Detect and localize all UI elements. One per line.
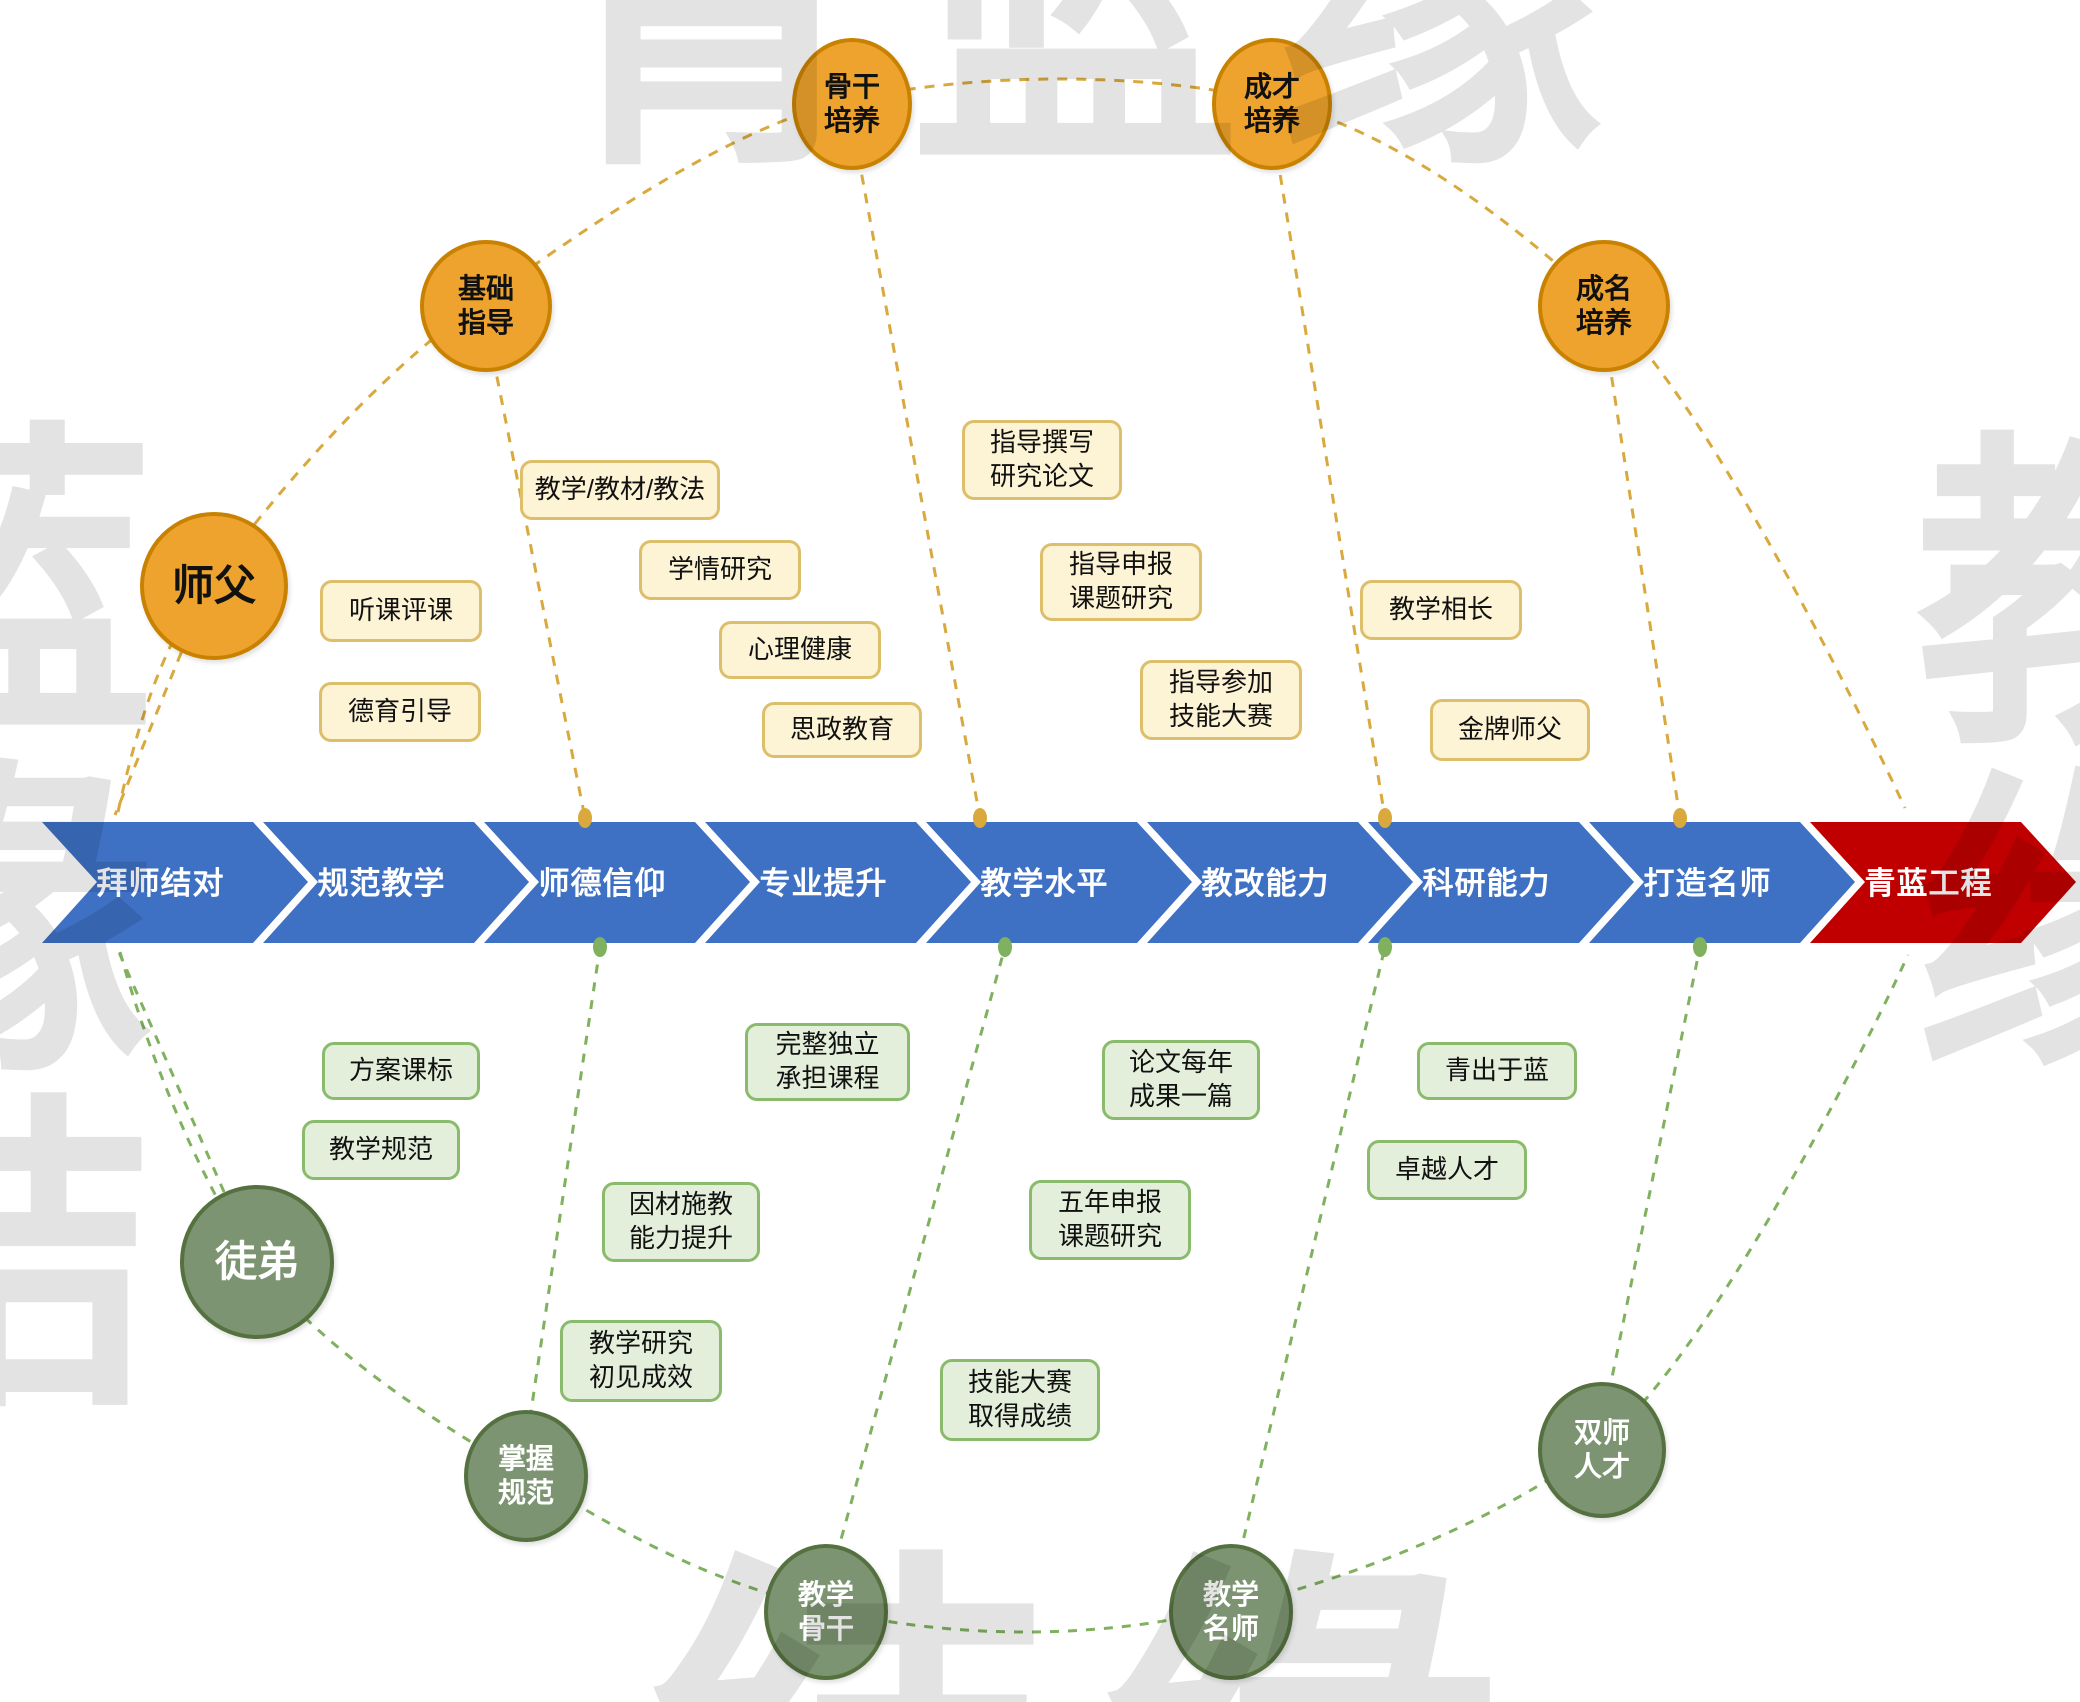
mentor-milestone-circle: 骨干 培养 [792,38,912,170]
timeline-final-stage-label: 青蓝工程 [1864,866,1993,901]
mentor-activity-note: 心理健康 [719,621,881,679]
apprentice-milestone-circle: 双师 人才 [1538,1382,1666,1518]
timeline-stage-label: 拜师结对 [96,866,225,901]
mentor-role-circle: 师父 [140,512,288,660]
mentor-activity-note: 指导撰写 研究论文 [962,420,1122,500]
mentor-activity-note: 教学/教材/教法 [520,460,720,520]
apprentice-outcome-note: 方案课标 [322,1042,480,1100]
apprentice-outcome-note: 完整独立 承担课程 [745,1023,910,1101]
mentor-milestone-circle: 成才 培养 [1212,38,1332,170]
timeline-stage-label: 教学水平 [980,866,1109,901]
timeline-arrows [42,822,2076,943]
mentor-anchor-dots [578,808,1687,828]
apprentice-milestone-circle: 掌握 规范 [464,1410,588,1542]
timeline-stage-label: 规范教学 [317,866,446,901]
mentor-activity-note: 听课评课 [320,580,482,642]
mentor-activity-note: 学情研究 [639,540,801,600]
timeline-stage-label: 教改能力 [1201,866,1330,901]
apprentice-anchor-dots [593,937,1707,957]
mentor-activity-note: 指导申报 课题研究 [1040,543,1202,621]
apprentice-milestone-circle: 教学 骨干 [764,1544,888,1680]
mentor-milestone-circle: 基础 指导 [420,240,552,372]
apprentice-milestone-circle: 教学 名师 [1169,1544,1293,1680]
mentor-activity-note: 思政教育 [762,702,922,758]
apprentice-outcome-note: 论文每年 成果一篇 [1102,1040,1260,1120]
mentor-activity-note: 指导参加 技能大赛 [1140,660,1302,740]
mentor-milestone-circle: 成名 培养 [1538,240,1670,372]
timeline-stage-label: 打造名师 [1643,866,1772,901]
mentor-activity-note: 教学相长 [1360,580,1522,640]
apprentice-outcome-note: 技能大赛 取得成绩 [940,1359,1100,1441]
apprentice-outcome-note: 因材施教 能力提升 [602,1182,760,1262]
apprentice-outcome-note: 青出于蓝 [1417,1042,1577,1100]
apprentice-outcome-note: 教学研究 初见成效 [560,1320,722,1402]
apprentice-role-circle: 徒弟 [180,1185,334,1339]
timeline-stage-label: 师德信仰 [538,866,667,901]
timeline-stage-label: 专业提升 [759,866,888,901]
mentor-activity-note: 金牌师父 [1430,699,1590,761]
apprentice-outcome-note: 教学规范 [302,1120,460,1180]
apprentice-outcome-note: 五年申报 课题研究 [1029,1180,1191,1260]
apprentice-outcome-note: 卓越人才 [1367,1140,1527,1200]
mentor-activity-note: 德育引导 [319,682,481,742]
timeline-stage-label: 科研能力 [1422,866,1551,901]
